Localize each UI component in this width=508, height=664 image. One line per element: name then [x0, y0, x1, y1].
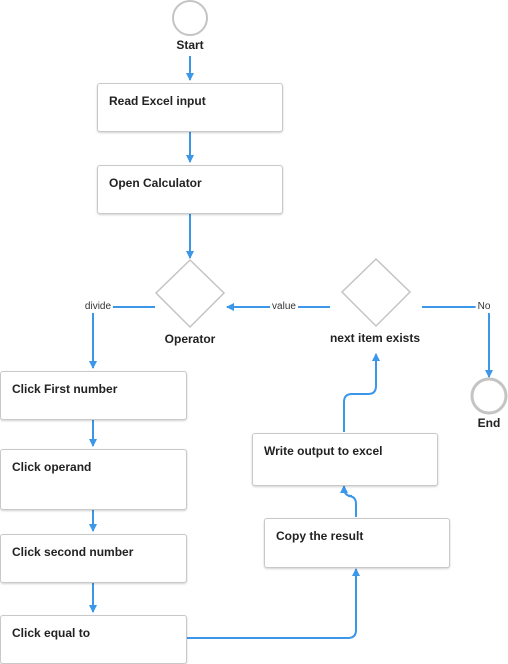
edge-next-to-end — [422, 306, 493, 378]
edge-operator-to-first — [89, 306, 155, 369]
next-item-decision[interactable] — [340, 257, 412, 328]
click-second-number-label: Click second number — [12, 545, 134, 559]
click-first-number-box[interactable]: Click First number — [0, 371, 187, 420]
edge-label-value: value — [270, 301, 298, 313]
end-node[interactable] — [470, 377, 508, 415]
click-second-number-box[interactable]: Click second number — [0, 534, 187, 583]
start-node[interactable] — [172, 0, 208, 36]
open-calculator-box[interactable]: Open Calculator — [97, 165, 283, 214]
end-label: End — [477, 416, 501, 430]
click-operand-label: Click operand — [12, 460, 92, 474]
next-item-label: next item exists — [329, 331, 421, 345]
edge-equal-to-copy — [187, 568, 360, 639]
click-first-number-label: Click First number — [12, 382, 118, 396]
click-equal-to-label: Click equal to — [12, 626, 91, 640]
edge-label-divide: divide — [82, 301, 114, 313]
copy-the-result-label: Copy the result — [276, 529, 364, 543]
copy-the-result-box[interactable]: Copy the result — [264, 518, 450, 568]
operator-decision[interactable] — [154, 258, 226, 329]
write-output-to-excel-box[interactable]: Write output to excel — [252, 433, 438, 486]
edge-label-no: No — [475, 301, 493, 313]
operator-label: Operator — [164, 332, 216, 346]
start-label: Start — [176, 38, 204, 52]
edge-copy-to-write — [340, 485, 357, 517]
open-calculator-label: Open Calculator — [109, 176, 202, 190]
edge-write-to-next — [343, 353, 380, 432]
read-excel-input-box[interactable]: Read Excel input — [97, 83, 283, 132]
read-excel-input-label: Read Excel input — [109, 94, 206, 108]
click-operand-box[interactable]: Click operand — [0, 449, 187, 510]
click-equal-to-box[interactable]: Click equal to — [0, 615, 187, 664]
write-output-to-excel-label: Write output to excel — [264, 444, 383, 458]
